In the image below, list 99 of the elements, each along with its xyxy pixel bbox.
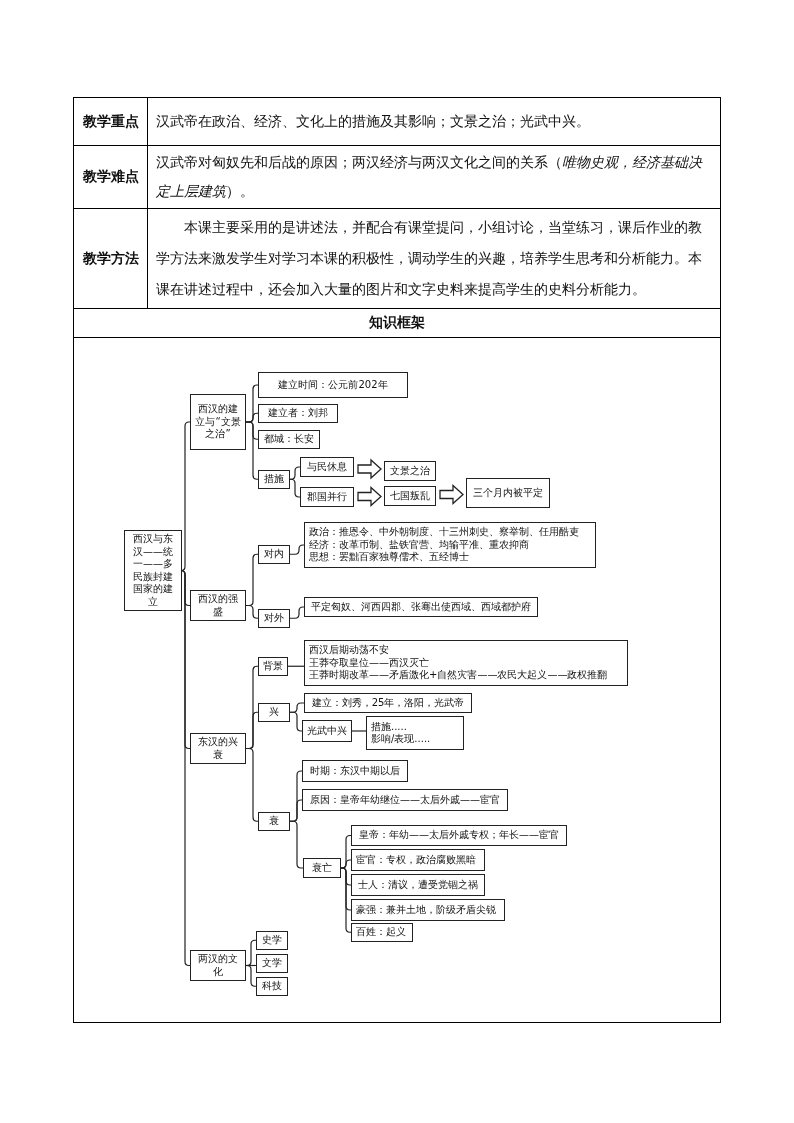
topic-box <box>258 372 408 398</box>
topic-text: 背景 <box>263 660 283 673</box>
topic-text: 七国叛乱 <box>389 489 431 503</box>
topic-text: 建立时间：公元前202年 <box>277 378 389 392</box>
brace-connector <box>289 466 301 480</box>
topic-box <box>351 874 485 896</box>
difficulty-text: 汉武帝对匈奴先和后战的原因；两汉经济与两汉文化之间的关系（唯物史观，经济基础决定上层建筑）。 <box>147 145 721 209</box>
topic-text: 豪强：兼并土地，阶级矛盾尖锐 <box>356 903 497 917</box>
topic-box <box>302 720 352 742</box>
topic-box <box>304 522 596 568</box>
brace-connector <box>180 421 191 572</box>
block-arrow <box>357 458 382 480</box>
block-arrow <box>357 486 382 507</box>
topic-text: 郡国并行 <box>306 490 348 504</box>
topic-box <box>190 590 246 621</box>
topic-text: 建立：刘秀，25年，洛阳，光武帝 <box>310 696 466 710</box>
brace-connector <box>289 478 301 498</box>
topic-box <box>256 977 288 996</box>
topic-text: 思想：罢黜百家独尊儒术、五经博士 <box>309 551 470 564</box>
topic-text: 西汉的建立与“文景之治” <box>195 403 241 441</box>
topic-text: 东汉的兴衰 <box>197 736 239 761</box>
topic-text: 西汉后期动荡不安 <box>309 644 390 657</box>
topic-text: 原因：皇帝年幼继位——太后外戚——宦官 <box>309 793 501 807</box>
topic-text: 士人：清议，遭受党锢之祸 <box>357 878 479 892</box>
topic-text: 史学 <box>261 934 283 947</box>
topic-text: 兴 <box>268 706 280 719</box>
topic-box <box>258 470 290 489</box>
row-header: 教学重点 <box>73 97 148 146</box>
topic-box <box>351 825 567 846</box>
brace-connector <box>289 606 305 619</box>
topic-box <box>302 789 508 811</box>
topic-box <box>300 487 354 507</box>
topic-box <box>300 457 354 477</box>
topic-box <box>258 545 290 564</box>
topic-box <box>258 657 288 676</box>
topic-text: 西汉与东汉——统一——多民族封建国家的建立 <box>132 533 174 608</box>
section-heading: 知识框架 <box>73 308 721 338</box>
block-arrow <box>439 484 464 505</box>
brace-connector <box>245 964 257 987</box>
topic-text: 对内 <box>263 548 285 561</box>
topic-box <box>351 849 485 871</box>
topic-box <box>258 703 290 722</box>
row-header: 教学难点 <box>73 145 148 209</box>
topic-text: 时期：东汉中期以后 <box>309 764 401 778</box>
brace-connector <box>289 544 305 555</box>
topic-text: 建立者：刘邦 <box>267 407 329 420</box>
topic-text: 光武中兴 <box>307 724 347 738</box>
topic-box <box>384 461 436 481</box>
topic-box <box>258 404 338 423</box>
topic-box <box>190 394 246 450</box>
topic-text: 科技 <box>261 980 283 993</box>
topic-box <box>304 693 472 713</box>
method-text: 本课主要采用的是讲述法，并配合有课堂提问，小组讨论，当堂练习，课后作业的教学方法来激发学生对学习本课的积极性，调动学生的兴趣，培养学生思考和分析能力。本课在讲述过程中，还会加入大量的图片和文字史料来提高学生的史料分析能力。 <box>147 208 721 309</box>
topic-text: 平定匈奴、河西四郡、张骞出使西域、西域都护府 <box>310 600 532 614</box>
topic-text: 三个月内被平定 <box>472 486 544 500</box>
brace-connector <box>340 867 352 933</box>
brace-connector <box>289 711 303 732</box>
topic-box <box>258 812 290 831</box>
topic-text: 措施..... <box>371 720 408 733</box>
topic-text: 宦官：专权，政治腐败黑暗 <box>356 853 477 867</box>
topic-text: 两汉的文化 <box>197 953 239 978</box>
brace-connector <box>180 569 191 967</box>
topic-text: 西汉的强盛 <box>197 593 239 618</box>
topic-box <box>384 486 436 506</box>
topic-box <box>366 716 464 750</box>
topic-box <box>351 899 505 921</box>
topic-box <box>256 954 288 973</box>
topic-text: 措施 <box>263 473 285 486</box>
topic-text: 衰 <box>268 815 280 828</box>
topic-box <box>190 950 246 981</box>
topic-box <box>258 609 290 628</box>
brace-connector <box>351 730 367 732</box>
topic-text: 皇帝：年幼——太后外戚专权；年长——宦官 <box>358 829 560 842</box>
topic-text: 王莽夺取皇位——西汉灭亡 <box>309 656 430 669</box>
topic-text: 影响/表现..... <box>371 733 432 746</box>
topic-box <box>351 923 413 942</box>
topic-box <box>303 858 341 878</box>
topic-text: 王莽时期改革——矛盾激化+自然灾害——农民大起义——政权推翻 <box>309 669 609 682</box>
row-header: 教学方法 <box>73 208 148 309</box>
topic-box <box>258 430 320 449</box>
topic-text: 经济：改革币制、盐铁官营、均输平准、重农抑商 <box>309 538 530 551</box>
topic-text: 文景之治 <box>389 464 431 478</box>
topic-text: 百姓：起义 <box>356 926 407 939</box>
topic-text: 衰亡 <box>311 861 333 875</box>
topic-box <box>304 640 628 686</box>
topic-box <box>124 530 182 611</box>
topic-text: 与民休息 <box>306 460 348 474</box>
topic-box <box>302 760 408 782</box>
topic-box <box>466 478 550 508</box>
topic-text: 都城：长安 <box>263 433 315 446</box>
brace-connector <box>340 859 352 869</box>
goal-text: 汉武帝在政治、经济、文化上的措施及其影响；文景之治；光武中兴。 <box>147 97 721 146</box>
topic-text: 对外 <box>263 612 285 625</box>
topic-text: 文学 <box>261 957 283 970</box>
topic-box <box>304 597 538 617</box>
topic-box <box>256 931 288 950</box>
topic-box <box>190 733 246 764</box>
brace-connector <box>245 421 259 480</box>
topic-text: 政治：推恩令、中外朝制度、十三州刺史、察举制、任用酷吏 <box>309 526 580 539</box>
